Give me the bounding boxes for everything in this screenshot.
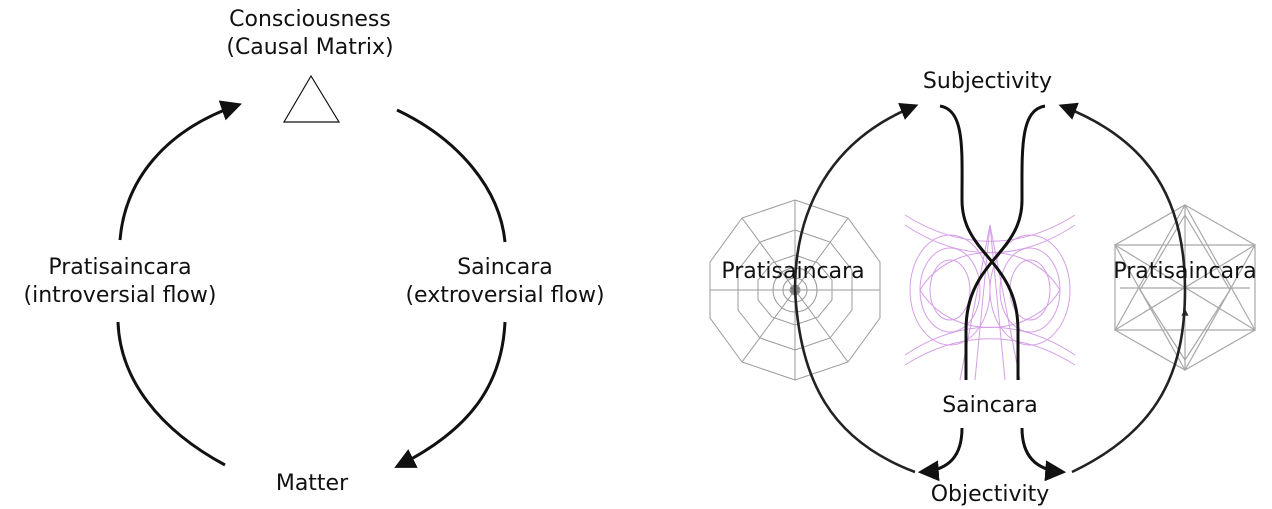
center-crossing-strands <box>917 104 1067 482</box>
right-outer-arrows <box>793 102 1187 474</box>
consciousness-label: Consciousness (Causal Matrix) <box>205 6 415 62</box>
center-violet-pattern <box>904 214 1076 381</box>
strand-right <box>964 104 1046 380</box>
pratisaincara-right-diagram-left-label: Pratisaincara <box>721 259 865 284</box>
left-cycle-diagram <box>116 74 507 468</box>
arrow-saincara-right-down <box>1020 427 1067 482</box>
causal-matrix-subtitle: (Causal Matrix) <box>226 35 394 60</box>
pratisaincara-left-label: Pratisaincara (introversial flow) <box>0 254 240 310</box>
pratisaincara-title: Pratisaincara <box>48 255 192 280</box>
arrow-saincara-lower <box>394 321 507 468</box>
consciousness-title: Consciousness <box>229 7 391 32</box>
saincara-title: Saincara <box>457 255 553 280</box>
objectivity-label: Objectivity <box>930 482 1050 507</box>
arrow-pratisaincara-upper <box>118 100 242 241</box>
pratisaincara-right-diagram-right-label: Pratisaincara <box>1113 259 1257 284</box>
saincara-center-label: Saincara <box>942 393 1038 418</box>
arrow-left-outer-arc <box>793 102 919 474</box>
subjectivity-label: Subjectivity <box>922 69 1053 94</box>
arc-saincara-upper <box>396 108 507 243</box>
matter-label: Matter <box>275 471 349 496</box>
introversial-flow-subtitle: (introversial flow) <box>23 283 217 308</box>
arrow-right-outer-arc <box>1058 102 1187 474</box>
saincara-right-label: Saincara (extroversial flow) <box>385 254 625 310</box>
extroversial-flow-subtitle: (extroversial flow) <box>405 283 605 308</box>
consciousness-triangle-icon <box>282 74 341 123</box>
arrow-saincara-left-down <box>917 427 964 482</box>
arc-pratisaincara-lower <box>116 321 226 467</box>
strand-left <box>939 104 1020 380</box>
